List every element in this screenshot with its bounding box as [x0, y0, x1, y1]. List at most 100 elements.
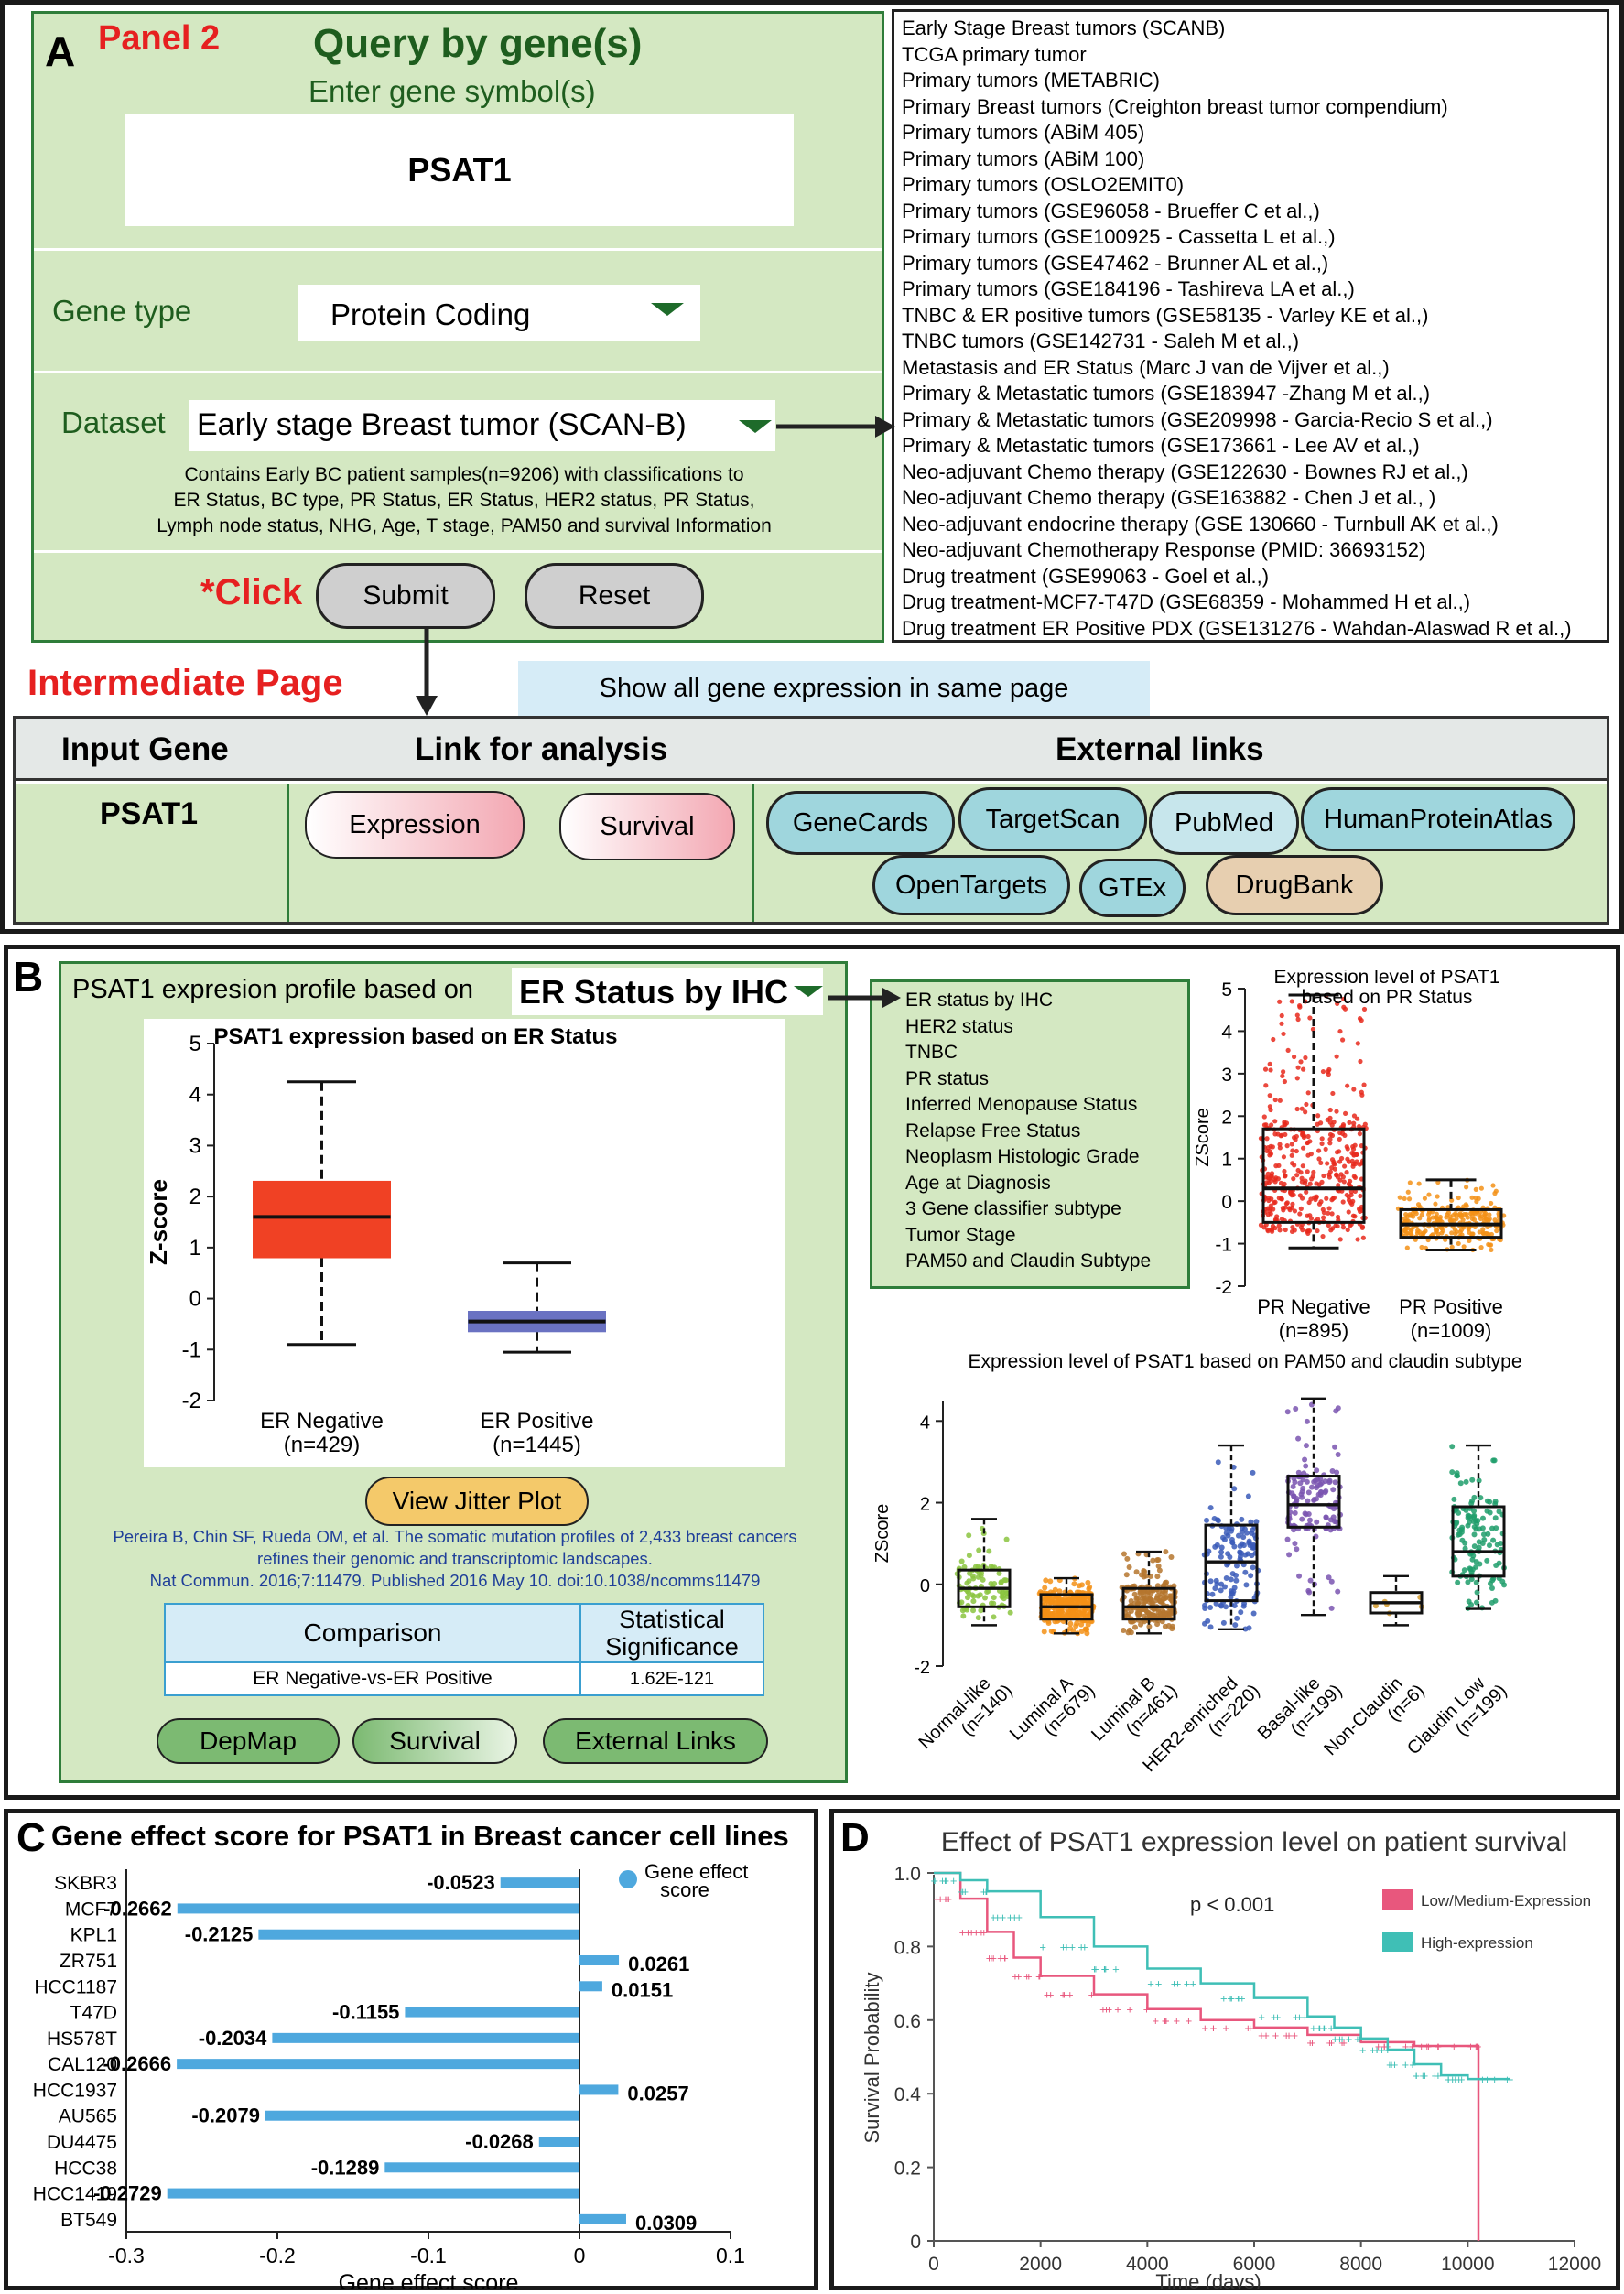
- dataset-option[interactable]: Neo-adjuvant Chemo therapy (GSE163882 - …: [902, 486, 1436, 509]
- censor-mark: +: [1340, 2036, 1348, 2050]
- variable-option[interactable]: 3 Gene classifier subtype: [905, 1198, 1121, 1219]
- censor-mark: +: [1190, 1977, 1197, 1991]
- targetscan-link[interactable]: TargetScan: [958, 787, 1147, 851]
- data-point: [1207, 1578, 1214, 1585]
- gene-type-select[interactable]: Protein Coding: [298, 285, 700, 341]
- dataset-option[interactable]: Neo-adjuvant endocrine therapy (GSE 1306…: [902, 512, 1499, 536]
- panel-a-frame: [0, 0, 1624, 934]
- data-point: [1163, 1549, 1169, 1555]
- data-point: [1303, 1055, 1308, 1061]
- variable-option[interactable]: PR status: [905, 1067, 990, 1089]
- dataset-option[interactable]: Primary & Metastatic tumors (GSE183947 -…: [902, 382, 1431, 405]
- chart-title: Expression level of PSAT1: [1273, 970, 1499, 988]
- data-point: [1473, 1564, 1479, 1570]
- data-point: [1249, 1553, 1255, 1559]
- y-tick-label: 0.8: [894, 1937, 921, 1958]
- data-point: [1348, 1189, 1354, 1195]
- censor-mark: +: [1106, 2003, 1113, 2017]
- value-label: -0.0268: [465, 2130, 534, 2153]
- depmap-button[interactable]: DepMap: [157, 1718, 340, 1764]
- data-point: [1355, 1237, 1360, 1242]
- variable-option[interactable]: Neoplasm Histologic Grade: [905, 1146, 1140, 1167]
- category-count: (n=1445): [493, 1433, 581, 1457]
- survival-button[interactable]: Survival: [352, 1718, 517, 1764]
- censor-mark: +: [1326, 2036, 1334, 2050]
- data-point: [1463, 1478, 1469, 1485]
- variable-option[interactable]: Relapse Free Status: [905, 1120, 1081, 1142]
- show-all-button[interactable]: Show all gene expression in same page: [518, 661, 1150, 716]
- variable-option[interactable]: PAM50 and Claudin Subtype: [905, 1250, 1152, 1271]
- censor-mark: +: [1474, 2040, 1481, 2053]
- drugbank-link[interactable]: DrugBank: [1206, 855, 1383, 915]
- dataset-option[interactable]: Primary tumors (GSE47462 - Brunner AL et…: [902, 251, 1329, 275]
- data-point: [1323, 1146, 1328, 1152]
- dataset-option[interactable]: TNBC & ER positive tumors (GSE58135 - Va…: [902, 303, 1429, 327]
- dataset-option[interactable]: Primary tumors (ABiM 100): [902, 146, 1145, 170]
- expression-link[interactable]: Expression: [305, 791, 525, 859]
- survival-link[interactable]: Survival: [559, 793, 735, 860]
- view-jitter-button[interactable]: View Jitter Plot: [365, 1477, 589, 1526]
- variable-option[interactable]: Age at Diagnosis: [905, 1172, 1051, 1194]
- data-point: [1305, 1587, 1312, 1594]
- data-point: [1405, 1189, 1411, 1195]
- dataset-option[interactable]: Primary tumors (GSE96058 - Brueffer C et…: [902, 199, 1320, 222]
- dataset-description: Contains Early BC patient samples(n=9206…: [125, 462, 803, 539]
- data-point: [1489, 1599, 1495, 1606]
- variable-option[interactable]: TNBC: [905, 1042, 958, 1063]
- dataset-option[interactable]: TNBC tumors (GSE142731 - Saleh M et al.,…: [902, 330, 1300, 352]
- profile-select[interactable]: ER Status by IHC: [512, 968, 823, 1015]
- variable-option[interactable]: Inferred Menopause Status: [905, 1094, 1138, 1115]
- data-point: [1319, 1179, 1325, 1185]
- dataset-option[interactable]: Neo-adjuvant Chemo therapy (GSE122630 - …: [902, 460, 1468, 483]
- dataset-select[interactable]: Early stage Breast tumor (SCAN-B): [189, 400, 775, 451]
- pubmed-link[interactable]: PubMed: [1149, 791, 1299, 855]
- dataset-option[interactable]: Early Stage Breast tumors (SCANB): [902, 16, 1226, 39]
- data-point: [1290, 1225, 1295, 1230]
- data-point: [1284, 1143, 1290, 1149]
- dataset-option[interactable]: Primary & Metastatic tumors (GSE173661 -…: [902, 434, 1420, 457]
- data-point: [1218, 1549, 1225, 1555]
- dataset-option[interactable]: Primary tumors (GSE100925 - Cassetta L e…: [902, 225, 1336, 248]
- dataset-option[interactable]: Neo-adjuvant Chemotherapy Response (PMID…: [902, 538, 1426, 561]
- data-point: [1341, 996, 1347, 1002]
- data-point: [1250, 1527, 1256, 1533]
- data-point: [1477, 1229, 1482, 1235]
- censor-mark: +: [1386, 2058, 1393, 2072]
- dataset-option[interactable]: Primary & Metastatic tumors (GSE209998 -…: [902, 407, 1493, 431]
- reset-button[interactable]: Reset: [525, 563, 704, 629]
- data-point: [1304, 1101, 1309, 1108]
- profile-select-value: ER Status by IHC: [519, 973, 789, 1011]
- dataset-option[interactable]: Primary tumors (OSLO2EMIT0): [902, 173, 1185, 196]
- censor-mark: +: [1467, 2040, 1475, 2053]
- gene-symbol-input[interactable]: PSAT1: [125, 114, 794, 226]
- variable-option[interactable]: Tumor Stage: [905, 1224, 1016, 1246]
- x-tick-label: -0.1: [410, 2244, 447, 2267]
- data-point: [1340, 1225, 1347, 1230]
- external-links-button[interactable]: External Links: [543, 1718, 768, 1764]
- submit-button[interactable]: Submit: [316, 563, 495, 629]
- data-point: [1288, 1190, 1294, 1196]
- variable-option[interactable]: ER status by IHC: [905, 990, 1054, 1011]
- data-point: [1290, 1483, 1296, 1489]
- data-point: [1342, 1132, 1348, 1138]
- dataset-option[interactable]: Primary Breast tumors (Creighton breast …: [902, 94, 1448, 118]
- data-point: [1465, 1215, 1470, 1220]
- dataset-option[interactable]: Primary tumors (ABiM 405): [902, 121, 1145, 144]
- dataset-option[interactable]: Metastasis and ER Status (Marc J van de …: [902, 355, 1390, 379]
- dataset-option[interactable]: Drug treatment ER Positive PDX (GSE13127…: [902, 616, 1572, 640]
- dataset-option[interactable]: Primary tumors (METABRIC): [902, 69, 1160, 92]
- variable-option[interactable]: HER2 status: [905, 1015, 1013, 1037]
- data-point: [975, 1615, 981, 1621]
- dataset-option[interactable]: TCGA primary tumor: [902, 42, 1087, 66]
- data-point: [1267, 1093, 1272, 1098]
- data-point: [1228, 1528, 1234, 1534]
- opentargets-link[interactable]: OpenTargets: [872, 855, 1070, 915]
- dataset-option[interactable]: Drug treatment-MCF7-T47D (GSE68359 - Moh…: [902, 590, 1471, 613]
- dataset-option[interactable]: Primary tumors (GSE184196 - Tashireva LA…: [902, 277, 1355, 300]
- humanproteinatlas-link[interactable]: HumanProteinAtlas: [1301, 787, 1575, 851]
- data-point: [1276, 1223, 1282, 1228]
- gtex-link[interactable]: GTEx: [1079, 859, 1186, 917]
- censor-mark: +: [959, 1885, 967, 1899]
- genecards-link[interactable]: GeneCards: [766, 791, 955, 855]
- dataset-option[interactable]: Drug treatment (GSE99063 - Goel et al.,): [902, 564, 1270, 588]
